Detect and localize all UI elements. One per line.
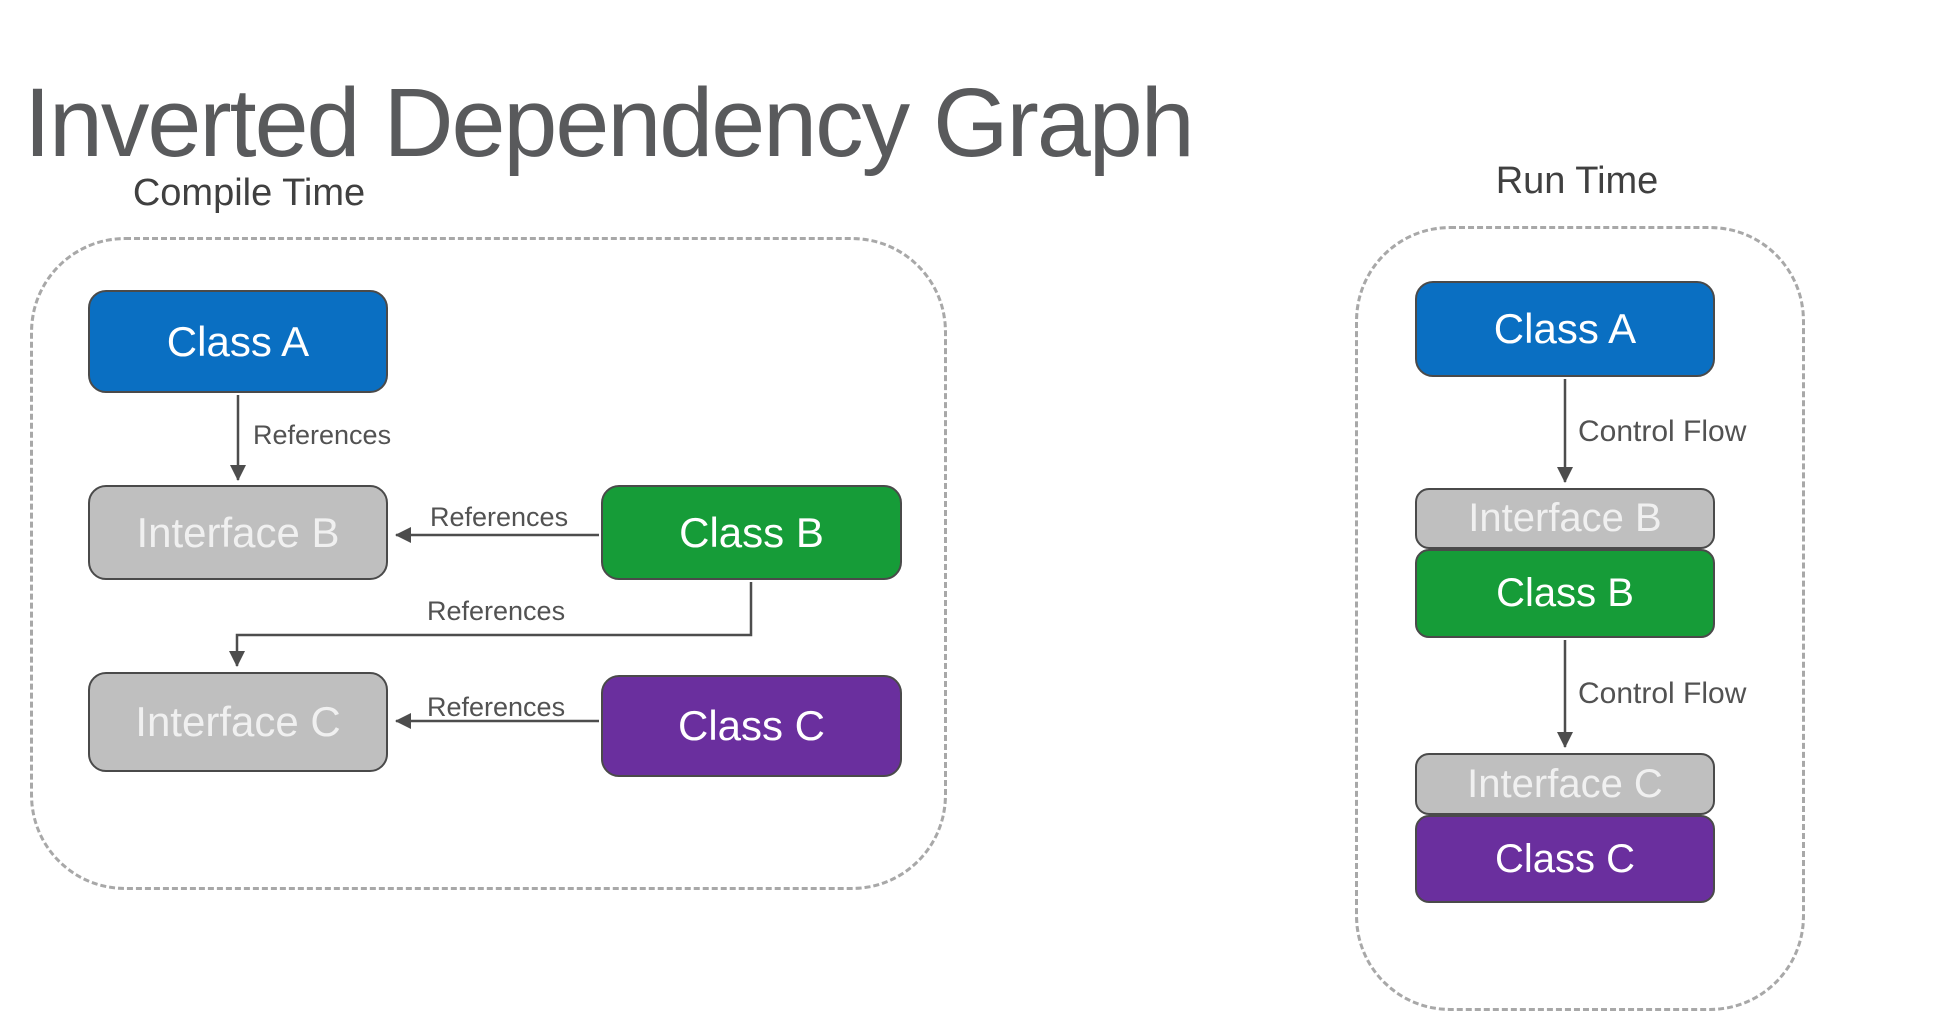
run-node-class-a: Class A (1415, 281, 1715, 377)
run-node-interface-b: Interface B (1415, 488, 1715, 549)
edge-label-classa-interfaceb: References (253, 420, 392, 450)
run-node-interface-b-label: Interface B (1468, 496, 1662, 540)
page-title: Inverted Dependency Graph (24, 67, 1195, 177)
compile-node-class-a-label: Class A (166, 317, 310, 365)
run-node-class-c-label: Class C (1494, 836, 1636, 881)
compile-node-interface-c-label: Interface C (135, 698, 341, 745)
run-time-container (1355, 226, 1805, 1011)
run-time-label: Run Time (1495, 160, 1659, 202)
compile-node-interface-c: Interface C (88, 672, 388, 772)
run-node-class-b: Class B (1415, 549, 1715, 638)
edge-label-classb-interfaceb: References (430, 502, 569, 532)
compile-node-class-b: Class B (601, 485, 902, 580)
edge-label-classc-interfacec: References (427, 692, 566, 722)
edge-label-control-flow-2: Control Flow (1578, 677, 1747, 710)
compile-time-label: Compile Time (132, 172, 366, 214)
edge-label-classb-interfacec: References (427, 596, 566, 626)
compile-time-container (30, 237, 947, 890)
run-node-class-b-label: Class B (1496, 571, 1634, 615)
compile-node-interface-b-label: Interface B (136, 508, 340, 556)
run-node-class-c: Class C (1415, 815, 1715, 903)
compile-node-class-c: Class C (601, 675, 902, 777)
run-node-class-a-label: Class A (1493, 305, 1637, 352)
run-node-interface-c: Interface C (1415, 753, 1715, 815)
compile-node-class-a: Class A (88, 290, 388, 393)
compile-node-interface-b: Interface B (88, 485, 388, 580)
edge-label-control-flow-1: Control Flow (1578, 415, 1747, 448)
compile-node-class-b-label: Class B (679, 508, 824, 556)
run-node-interface-c-label: Interface C (1467, 761, 1663, 806)
compile-node-class-c-label: Class C (677, 702, 826, 749)
